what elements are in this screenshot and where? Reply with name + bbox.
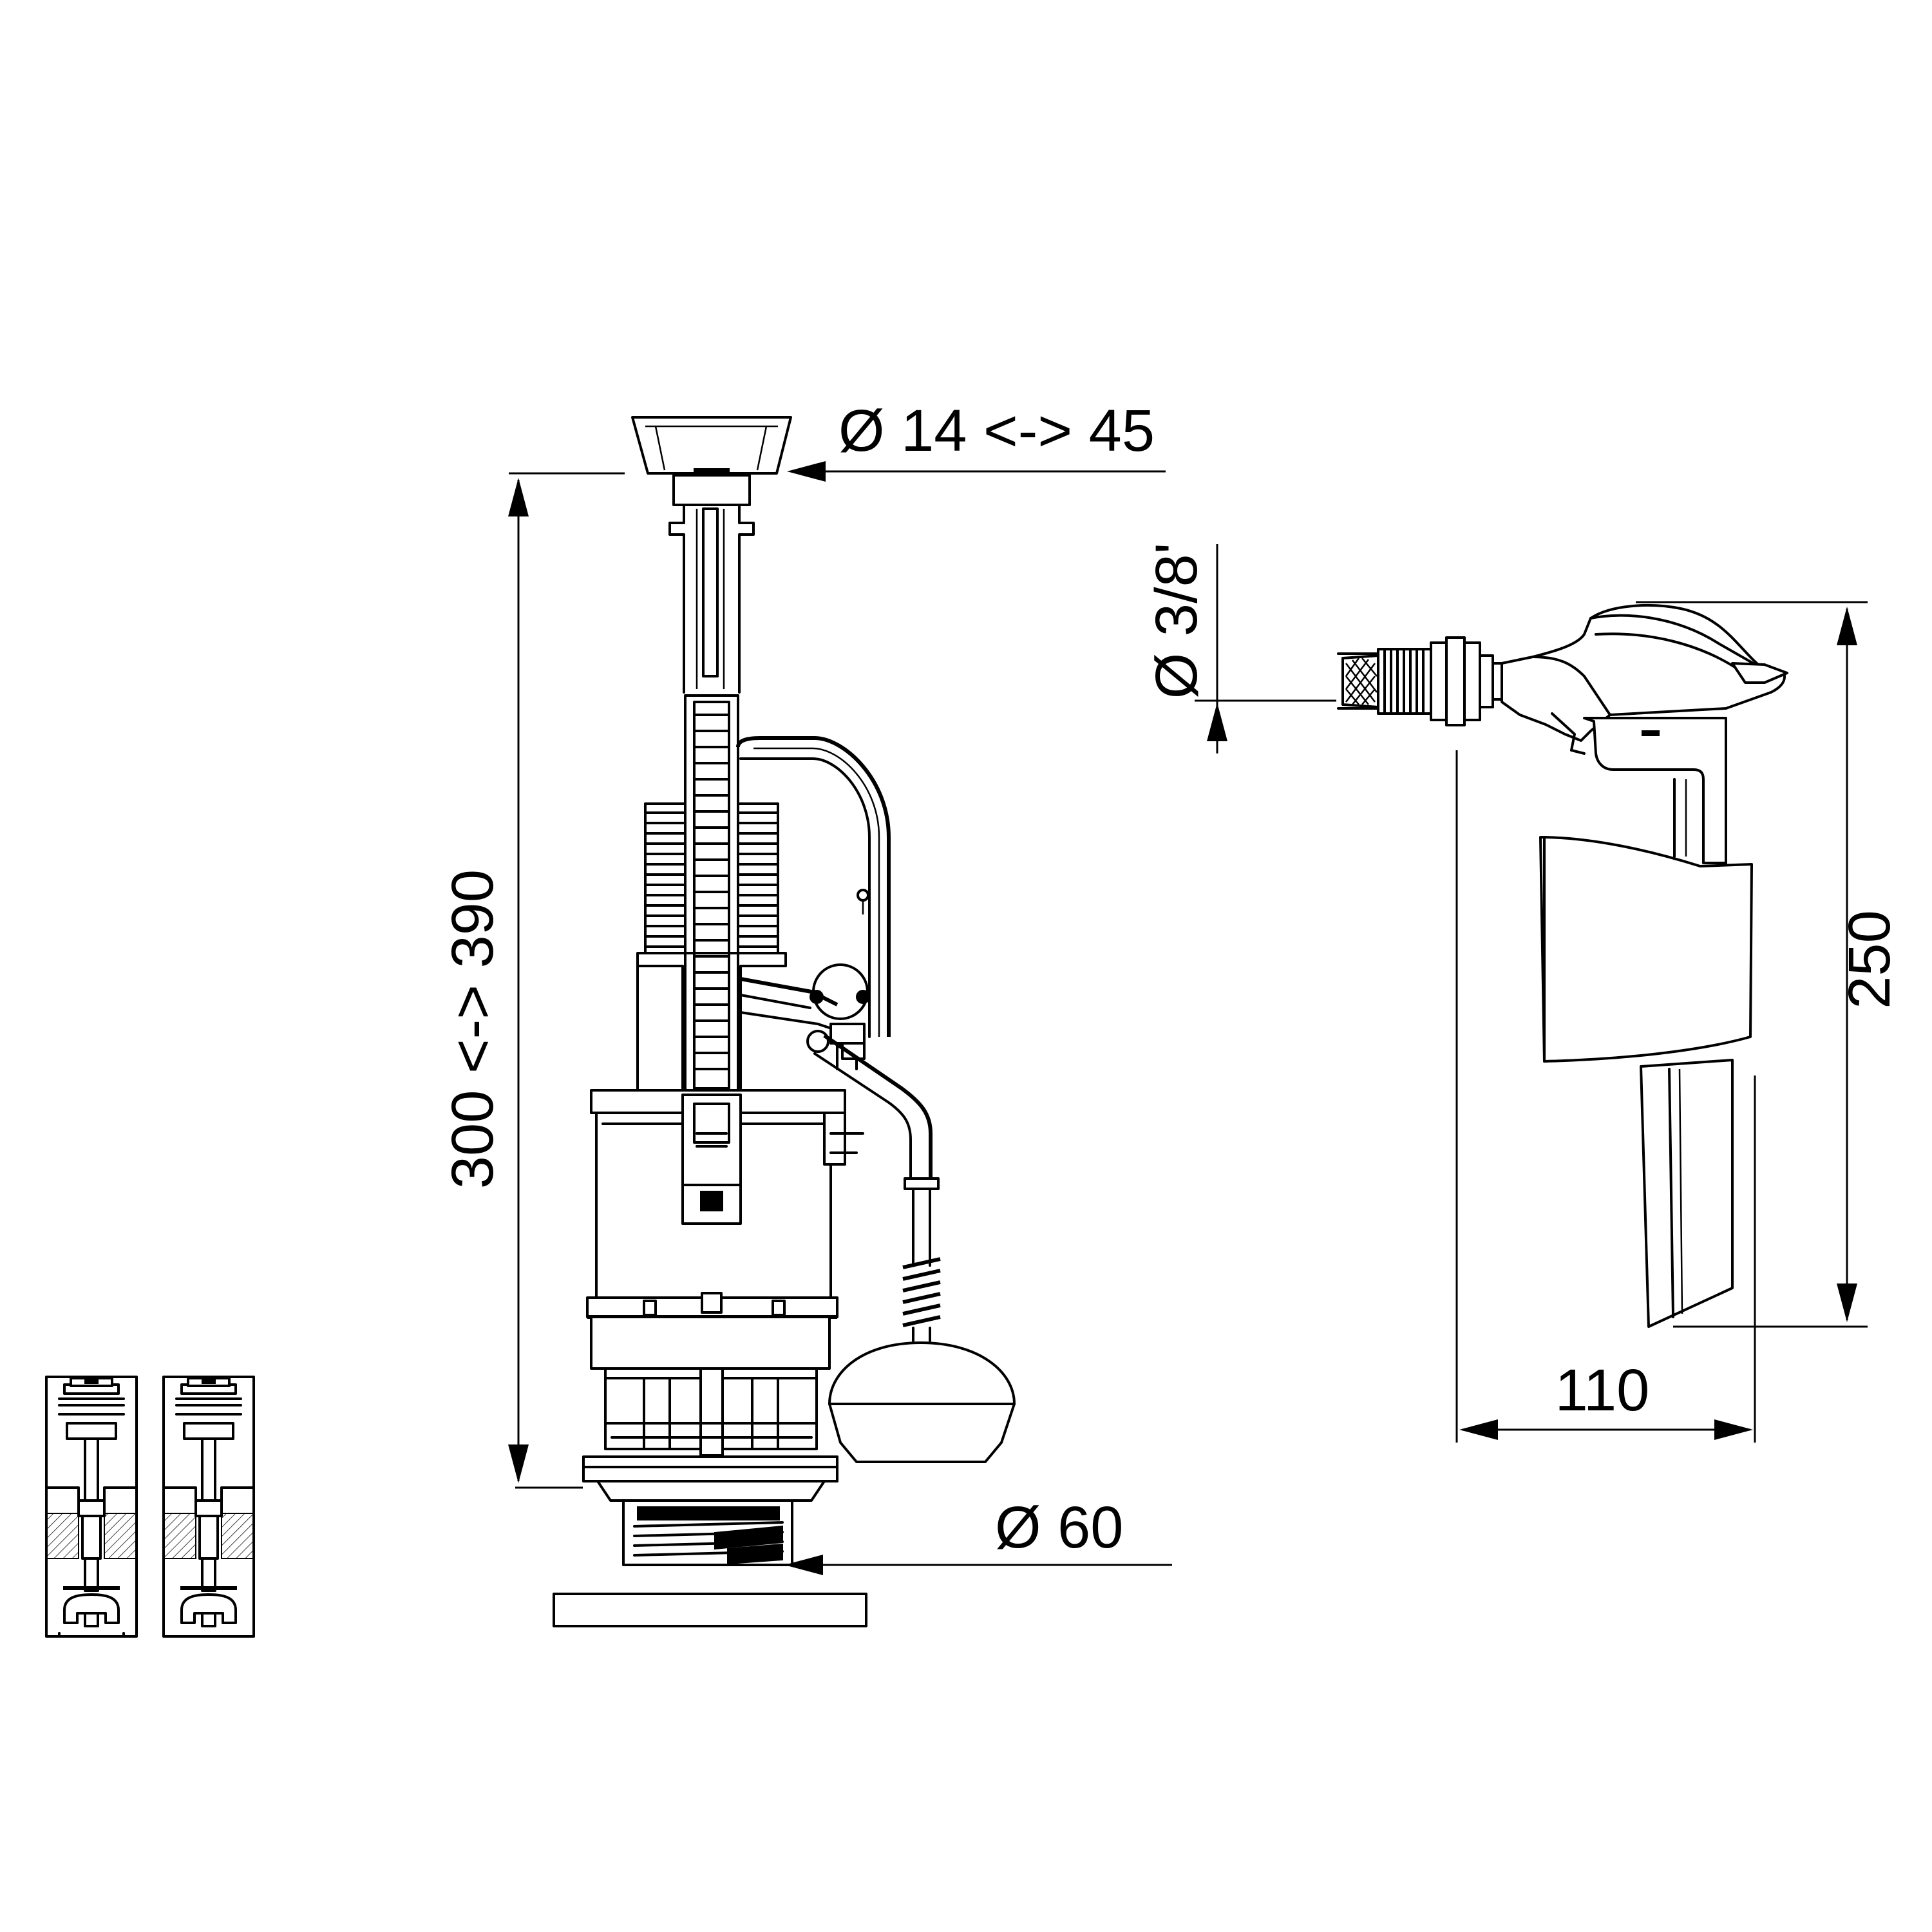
ribbed-guide-right xyxy=(737,802,779,954)
push-button-cap xyxy=(631,416,792,476)
dimension-inlet-thread: Ø 3/8' xyxy=(1144,543,1336,753)
outlet-base xyxy=(582,1455,838,1502)
dimension-fill-valve-height: 250 xyxy=(1636,601,1902,1328)
float-arm xyxy=(806,1030,941,1342)
flush-valve xyxy=(553,416,1016,1627)
install-diagram-1 xyxy=(45,1376,138,1638)
install-diagram-2 xyxy=(162,1376,255,1638)
label-button-diameter: Ø 14 <-> 45 xyxy=(838,398,1155,464)
label-inlet-thread: Ø 3/8' xyxy=(1144,543,1209,699)
label-outlet-diameter: Ø 60 xyxy=(995,1495,1123,1560)
fill-valve-head xyxy=(1501,604,1788,755)
inlet-thread xyxy=(1377,636,1503,726)
inlet-filter xyxy=(1337,652,1385,710)
dimension-valve-height: 300 <-> 390 xyxy=(440,472,625,1489)
valve-body xyxy=(590,1089,864,1299)
seal-gasket xyxy=(553,1593,867,1627)
dimension-outlet-diameter: Ø 60 xyxy=(784,1495,1172,1575)
fill-valve-body xyxy=(1583,717,1727,864)
ribbed-guide-left xyxy=(644,802,687,954)
dimension-button-diameter: Ø 14 <-> 45 xyxy=(787,398,1166,482)
outlet-thread xyxy=(622,1499,793,1566)
fill-valve-tube xyxy=(1640,1059,1734,1328)
valve-upper-body xyxy=(636,952,787,1090)
lever-mechanism xyxy=(739,963,870,1070)
label-valve-height: 300 <-> 390 xyxy=(440,869,506,1189)
overflow-bow xyxy=(736,736,891,1038)
dimension-fill-valve-width: 110 xyxy=(1455,750,1756,1443)
valve-collar xyxy=(586,1292,838,1319)
outlet-cage xyxy=(590,1316,831,1457)
fill-valve xyxy=(1337,604,1788,1328)
fill-valve-float xyxy=(1539,836,1753,1063)
label-fill-valve-width: 110 xyxy=(1555,1358,1650,1423)
push-rod xyxy=(668,474,755,694)
float xyxy=(828,1341,1016,1463)
label-fill-valve-height: 250 xyxy=(1837,910,1902,1009)
